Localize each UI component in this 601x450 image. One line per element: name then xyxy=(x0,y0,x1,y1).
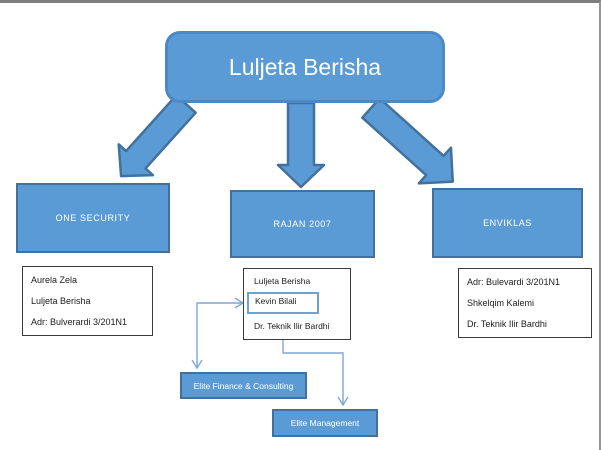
detail-line: Dr. Teknik Ilir Bardhi xyxy=(467,318,547,329)
detail-box-one-security: Aurela Zela Luljeta Berisha Adr: Bulvera… xyxy=(22,266,153,336)
flow-node-label: Elite Finance & Consulting xyxy=(193,380,294,391)
detail-line: Aurela Zela xyxy=(31,275,78,286)
org-node-label: RAJAN 2007 xyxy=(273,219,332,229)
arrowhead-down-icon xyxy=(191,359,203,370)
org-node-rajan-2007: RAJAN 2007 xyxy=(230,190,375,258)
detail-line: Adr: Bulevardi 3/201N1 xyxy=(467,277,561,288)
arrows-layer xyxy=(117,94,454,407)
flow-node-elite-finance: Elite Finance & Consulting xyxy=(180,372,307,399)
detail-box-rajan-2007: Luljeta Berisha Kevin Bilali Dr. Teknik … xyxy=(243,268,351,340)
highlighted-detail-line: Kevin Bilali xyxy=(244,292,350,314)
org-node-label: ENVIKLAS xyxy=(483,218,532,228)
org-node-one-security: ONE SECURITY xyxy=(16,183,170,253)
org-node-enviklas: ENVIKLAS xyxy=(432,188,583,258)
flow-node-label: Elite Management xyxy=(290,418,360,428)
root-node: Luljeta Berisha xyxy=(165,31,445,103)
kevin-bilali-highlight-box: Kevin Bilali xyxy=(247,292,319,314)
block-arrow-left-icon xyxy=(117,94,197,178)
detail-line: Shkelqim Kalemi xyxy=(467,297,535,308)
detail-line: Adr: Bulverardi 3/201N1 xyxy=(31,316,128,327)
detail-line: Luljeta Berisha xyxy=(254,276,311,286)
flow-node-elite-management: Elite Management xyxy=(272,409,378,437)
block-arrow-right-icon xyxy=(361,97,454,185)
root-node-label: Luljeta Berisha xyxy=(228,53,382,80)
connector-finance-to-kevin xyxy=(196,302,242,367)
detail-line: Luljeta Berisha xyxy=(31,295,91,306)
detail-box-enviklas: Adr: Bulevardi 3/201N1 Shkelqim Kalemi D… xyxy=(458,268,592,338)
org-node-label: ONE SECURITY xyxy=(55,213,131,223)
detail-line: Dr. Teknik Ilir Bardhi xyxy=(254,321,330,331)
arrowhead-down-icon xyxy=(337,396,349,407)
block-arrow-middle-icon xyxy=(276,101,326,189)
